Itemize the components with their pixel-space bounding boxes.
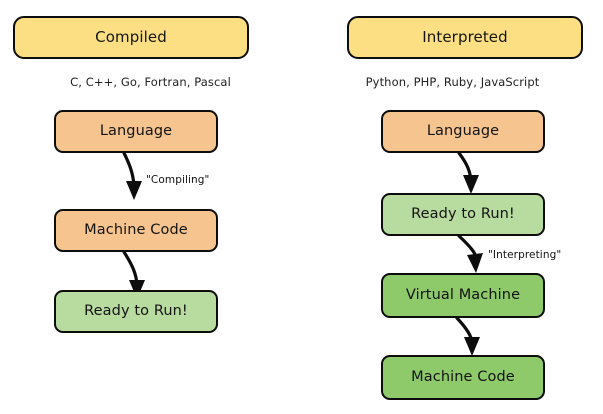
node-label-compiled-ready-to-run: Ready to Run! — [84, 302, 188, 319]
node-interpreted-ready-to-run: Ready to Run! — [381, 193, 545, 236]
header-label-compiled: Compiled — [95, 28, 167, 47]
node-label-interpreted-machine-code: Machine Code — [411, 368, 515, 385]
edge-label-compiling: "Compiling" — [146, 174, 210, 186]
node-label-compiled-machine-code: Machine Code — [84, 221, 188, 238]
node-interpreted-machine-code: Machine Code — [381, 355, 545, 400]
arrow-layer-compiled — [122, 151, 145, 299]
node-interpreted-language: Language — [381, 110, 545, 153]
arrow-language-to-machine-code — [122, 151, 136, 187]
column-compiled: Compiled C, C++, Go, Fortran, Pascal Lan… — [0, 0, 301, 414]
arrow-head-virtual-machine-to-machine-code — [464, 337, 480, 356]
node-compiled-machine-code: Machine Code — [54, 209, 218, 252]
node-compiled-language: Language — [54, 110, 218, 153]
node-label-interpreted-virtual-machine: Virtual Machine — [405, 286, 521, 303]
header-box-interpreted: Interpreted — [347, 16, 583, 59]
arrow-head-language-to-ready — [463, 175, 479, 194]
node-label-interpreted-ready-to-run: Ready to Run! — [411, 205, 515, 222]
node-label-compiled-language: Language — [99, 122, 173, 139]
arrow-head-machine-code-to-ready — [129, 280, 145, 299]
header-box-compiled: Compiled — [13, 16, 249, 59]
subtitle-compiled-languages: C, C++, Go, Fortran, Pascal — [70, 75, 231, 89]
subtitle-interpreted-languages: Python, PHP, Ruby, JavaScript — [365, 75, 540, 89]
arrow-machine-code-to-ready — [122, 250, 139, 286]
node-label-interpreted-language: Language — [426, 122, 500, 139]
node-interpreted-virtual-machine: Virtual Machine — [381, 273, 545, 318]
edge-label-interpreting: "Interpreting" — [488, 249, 562, 261]
arrow-layer-interpreted — [455, 151, 483, 356]
header-label-interpreted: Interpreted — [422, 28, 508, 47]
node-compiled-ready-to-run: Ready to Run! — [54, 290, 218, 333]
column-interpreted: Interpreted Python, PHP, Ruby, JavaScrip… — [302, 0, 603, 414]
arrow-head-language-to-machine-code — [126, 181, 142, 200]
arrow-head-ready-to-virtual-machine — [467, 253, 483, 273]
